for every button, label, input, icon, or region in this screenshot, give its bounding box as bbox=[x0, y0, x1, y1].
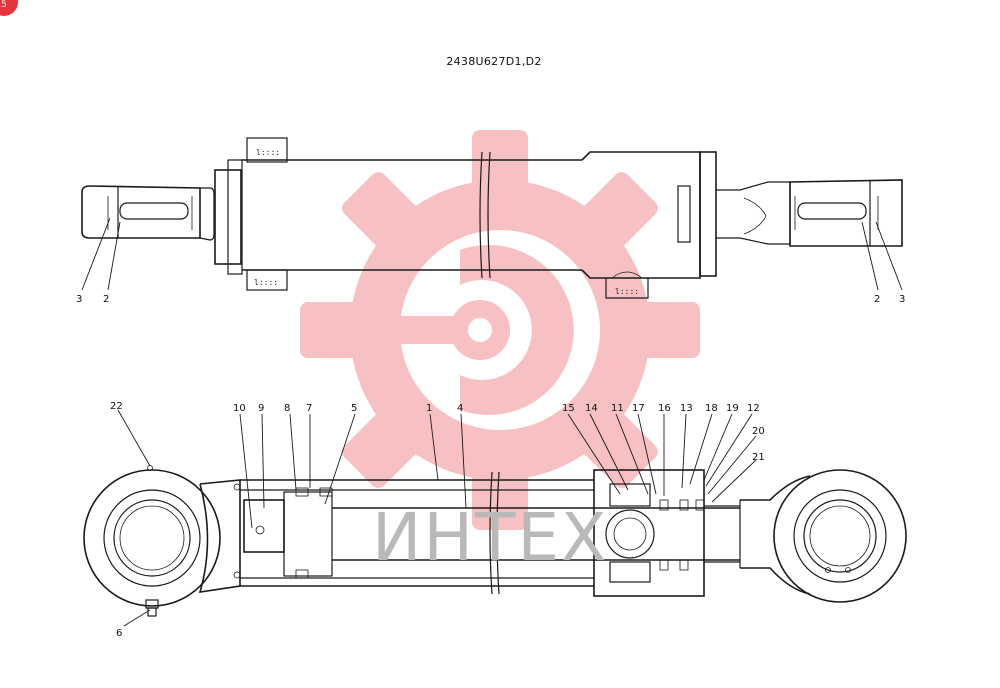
top-view-leaders bbox=[81, 217, 903, 291]
part-label: 10 bbox=[233, 403, 246, 414]
part-label: 9 bbox=[258, 403, 264, 414]
watermark-text: ИНТЕХ bbox=[372, 499, 608, 576]
part-label: 3 bbox=[899, 294, 905, 305]
part-label: 8 bbox=[284, 403, 290, 414]
part-label: 2 bbox=[103, 294, 109, 305]
svg-text:l::::: l:::: bbox=[615, 287, 639, 296]
corner-badge: 5 bbox=[0, 0, 18, 16]
part-label: 6 bbox=[116, 628, 122, 639]
top-view-cylinder: l:::: l:::: l:::: bbox=[81, 137, 903, 299]
svg-text:5: 5 bbox=[1, 0, 7, 10]
bottom-view-leaders bbox=[117, 409, 757, 627]
part-label: 21 bbox=[752, 452, 765, 463]
watermark-gear-logo bbox=[300, 130, 700, 530]
part-label: 22 bbox=[110, 401, 123, 412]
part-label: 16 bbox=[658, 403, 671, 414]
part-label: 4 bbox=[457, 403, 463, 414]
part-label: 3 bbox=[76, 294, 82, 305]
part-label: 20 bbox=[752, 426, 765, 437]
top-view-labels: 3 2 2 3 bbox=[76, 294, 905, 305]
part-label: 17 bbox=[632, 403, 645, 414]
part-label: 13 bbox=[680, 403, 693, 414]
drawing-number: 2438U627D1,D2 bbox=[446, 55, 541, 68]
part-label: 12 bbox=[747, 403, 760, 414]
part-label: 14 bbox=[585, 403, 598, 414]
svg-text:l::::: l:::: bbox=[256, 148, 280, 157]
part-label: 1 bbox=[426, 403, 432, 414]
part-label: 11 bbox=[611, 403, 624, 414]
svg-text:l::::: l:::: bbox=[254, 278, 278, 287]
part-label: 5 bbox=[351, 403, 357, 414]
part-label: 2 bbox=[874, 294, 880, 305]
part-label: 7 bbox=[306, 403, 312, 414]
bottom-view-cylinder-section bbox=[83, 465, 907, 617]
part-label: 15 bbox=[562, 403, 575, 414]
bottom-view-labels: 22 10 9 8 7 5 1 4 15 14 11 17 16 13 18 1… bbox=[110, 401, 765, 639]
part-label: 18 bbox=[705, 403, 718, 414]
part-label: 19 bbox=[726, 403, 739, 414]
